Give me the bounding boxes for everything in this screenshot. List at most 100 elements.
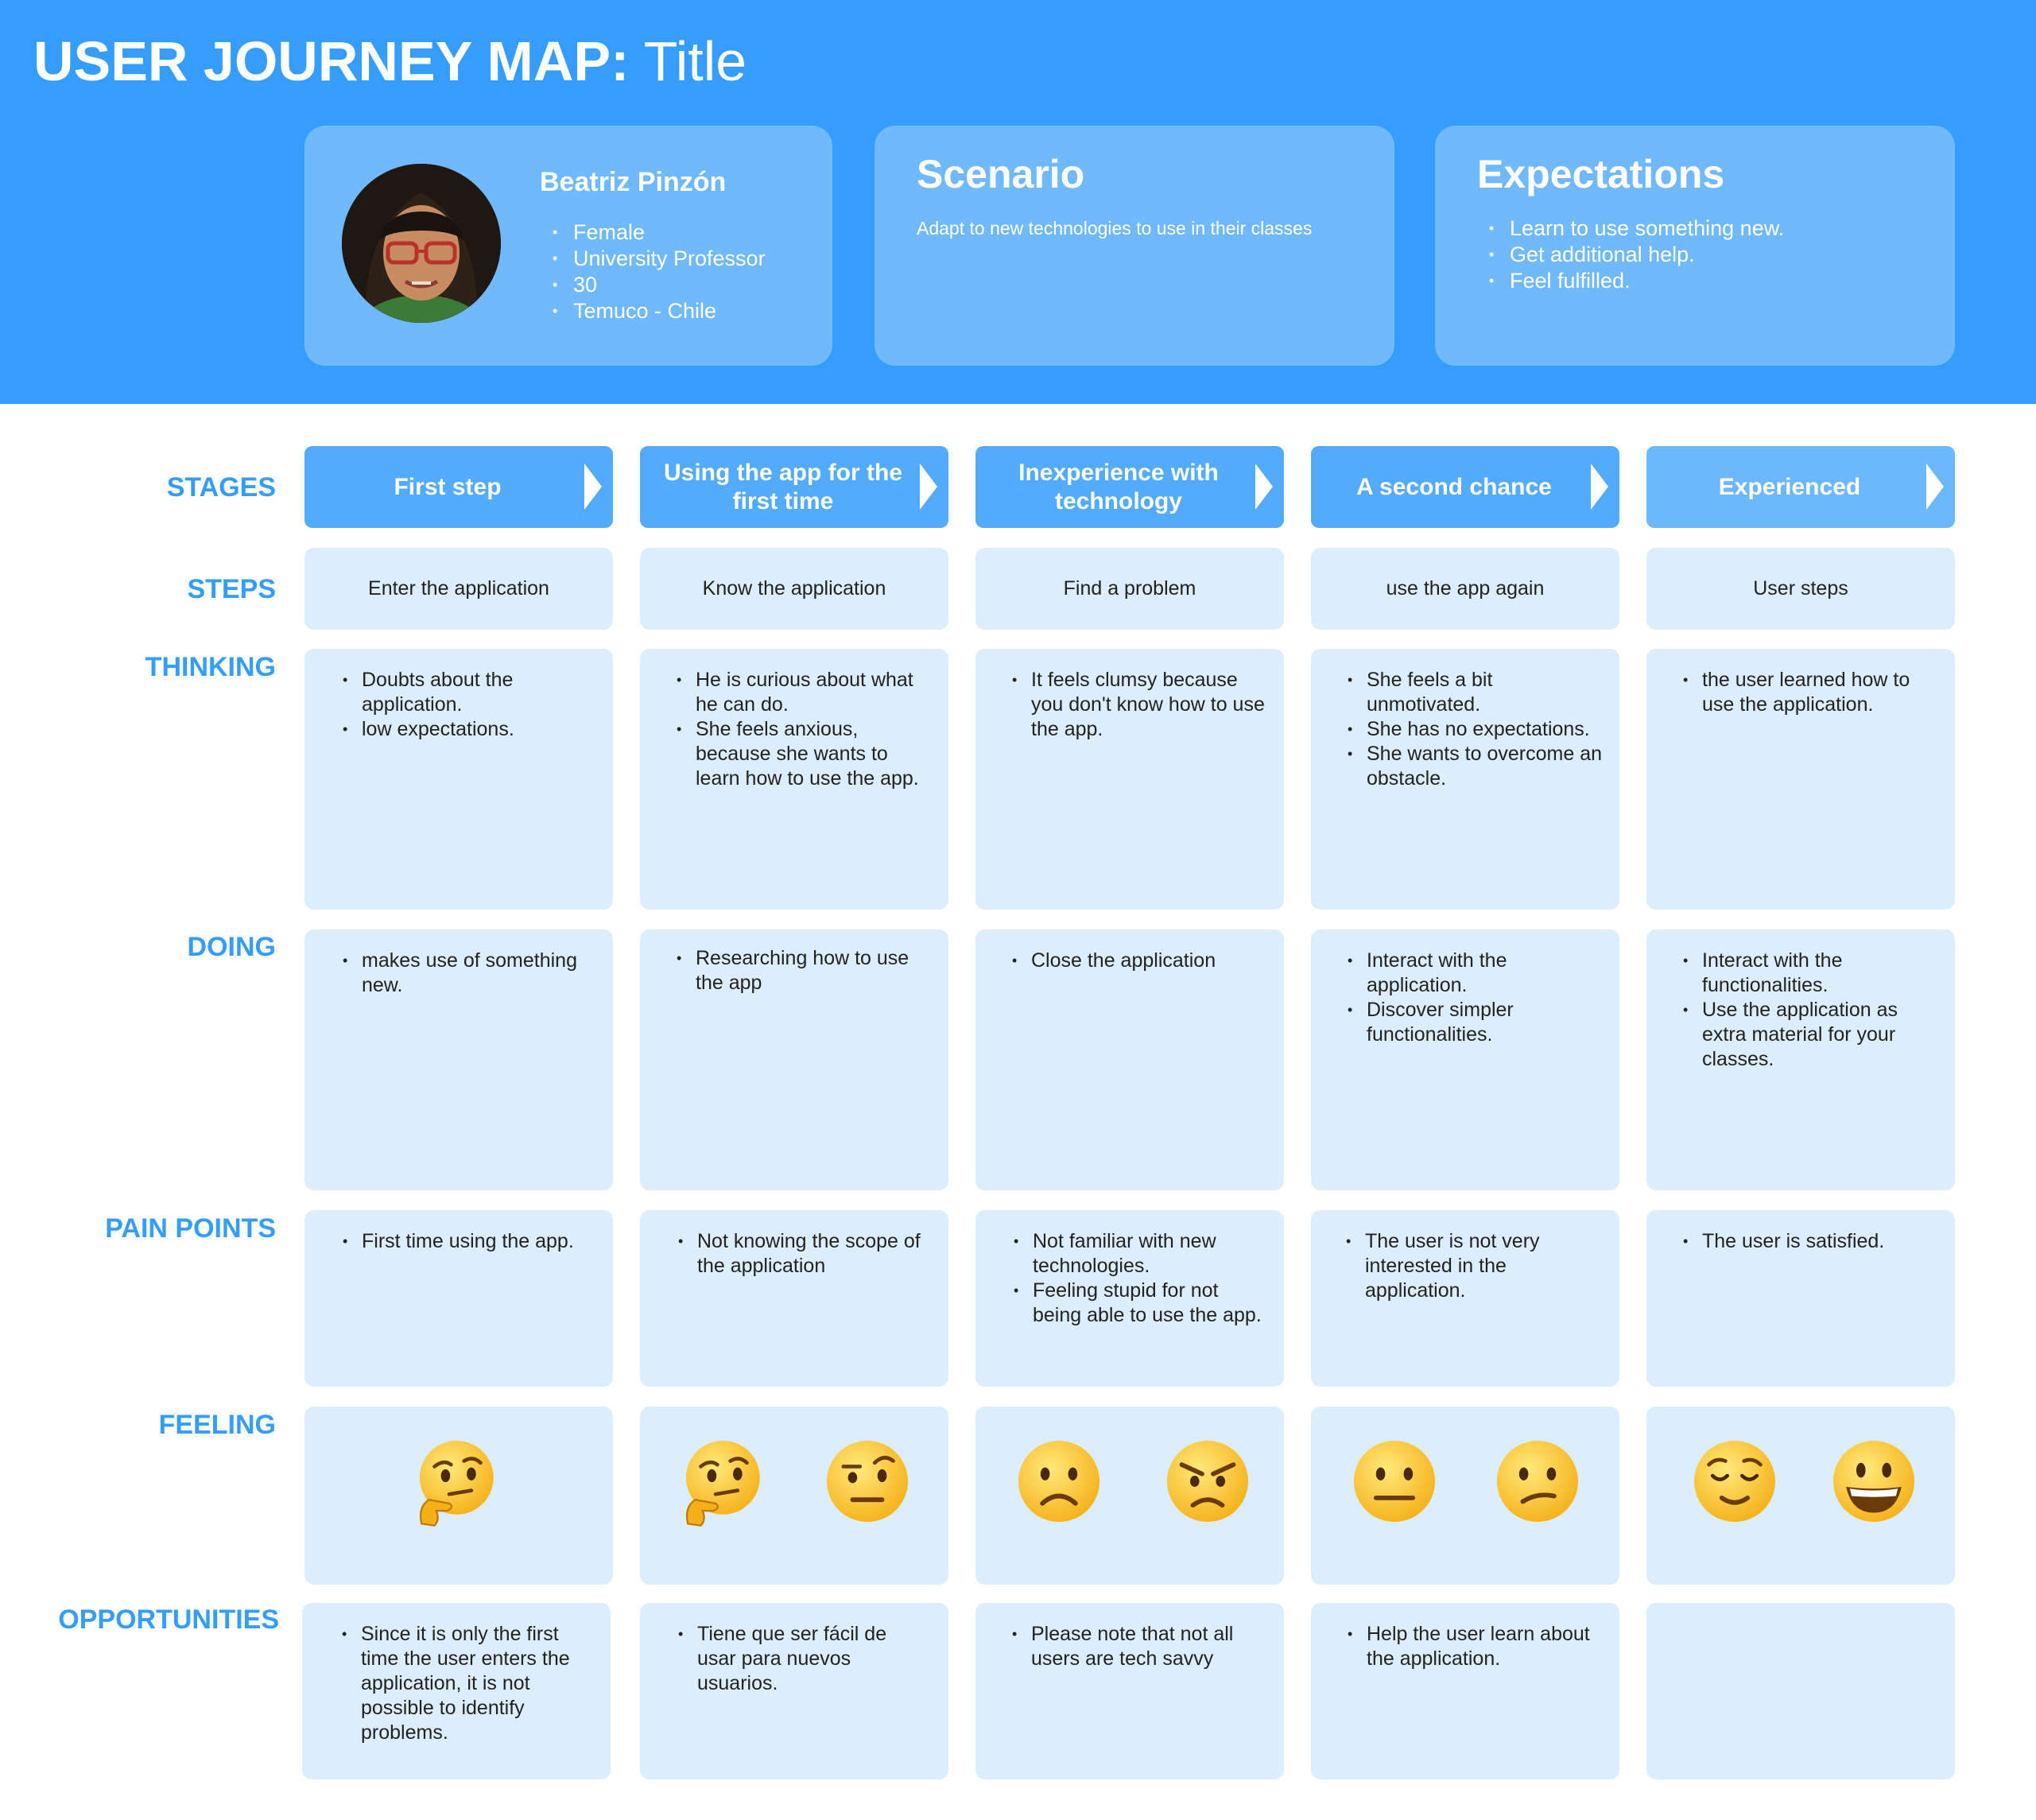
doing-cell: Researching how to use the app bbox=[640, 929, 948, 1190]
opportunities-list: Since it is only the first time the user… bbox=[342, 1622, 579, 1745]
doing-list: Interact with the application. Discover … bbox=[1348, 949, 1572, 1047]
avatar-portrait-icon bbox=[342, 164, 501, 323]
step-cell: use the app again bbox=[1311, 548, 1619, 630]
row-label-feeling: FEELING bbox=[158, 1410, 276, 1440]
pain-points-list: Not knowing the scope of the application bbox=[678, 1229, 933, 1279]
persona-avatar bbox=[342, 164, 501, 323]
stage-label: Experienced bbox=[1718, 473, 1861, 500]
persona-details: Female University Professor 30 Temuco - … bbox=[553, 219, 766, 324]
scenario-text: Adapt to new technologies to use in thei… bbox=[917, 218, 1313, 239]
row-label-steps: STEPS bbox=[187, 574, 276, 604]
list-item: The user is not very interested in the a… bbox=[1346, 1229, 1588, 1303]
opportunities-list: Tiene que ser fácil de usar para nuevos … bbox=[678, 1622, 893, 1696]
persona-name: Beatriz Pinzón bbox=[540, 167, 727, 197]
chevron-right-icon bbox=[1926, 464, 1944, 510]
relieved-face-icon bbox=[1693, 1440, 1776, 1523]
persona-detail-occupation: University Professor bbox=[553, 246, 766, 272]
list-item: It feels clumsy because you don't know h… bbox=[1012, 668, 1265, 742]
doing-cell: makes use of something new. bbox=[304, 929, 613, 1190]
thinking-face-icon bbox=[685, 1440, 760, 1527]
stage-banner-first-step: First step bbox=[304, 446, 613, 528]
stage-banner-experienced: Experienced bbox=[1646, 446, 1955, 528]
thinking-cell: the user learned how to use the applicat… bbox=[1646, 649, 1955, 910]
opportunities-cell bbox=[1646, 1603, 1955, 1779]
list-item: Since it is only the first time the user… bbox=[342, 1622, 579, 1745]
expectations-card: Expectations Learn to use something new.… bbox=[1435, 126, 1955, 366]
step-cell: User steps bbox=[1646, 548, 1955, 630]
stage-banner-first-time: Using the app for the first time bbox=[640, 446, 948, 528]
list-item: Use the application as extra material fo… bbox=[1683, 998, 1936, 1072]
step-cell: Know the application bbox=[640, 548, 948, 630]
frowning-face-icon bbox=[1018, 1440, 1100, 1523]
chevron-right-icon bbox=[1591, 464, 1608, 510]
list-item: Doubts about the application. bbox=[343, 668, 594, 717]
list-item: Help the user learn about the applicatio… bbox=[1348, 1622, 1596, 1671]
persona-card: Beatriz Pinzón Female University Profess… bbox=[304, 126, 832, 366]
pain-points-list: Not familiar with new technologies. Feel… bbox=[1014, 1229, 1268, 1328]
thinking-list: It feels clumsy because you don't know h… bbox=[1012, 668, 1265, 742]
doing-cell: Close the application bbox=[975, 929, 1284, 1190]
thinking-list: Doubts about the application. low expect… bbox=[343, 668, 594, 742]
feeling-cell bbox=[1646, 1407, 1955, 1585]
stage-label: First step bbox=[394, 473, 502, 500]
feeling-cell bbox=[975, 1407, 1284, 1585]
opportunities-cell: Tiene que ser fácil de usar para nuevos … bbox=[640, 1603, 948, 1779]
expectation-item: Get additional help. bbox=[1489, 242, 1784, 268]
row-label-thinking: THINKING bbox=[145, 652, 276, 682]
pain-points-cell: The user is satisfied. bbox=[1646, 1210, 1955, 1387]
step-cell: Find a problem bbox=[975, 548, 1284, 630]
opportunities-cell: Help the user learn about the applicatio… bbox=[1311, 1603, 1619, 1779]
grinning-face-icon bbox=[1832, 1440, 1915, 1523]
list-item: She wants to overcome an obstacle. bbox=[1348, 742, 1605, 791]
row-label-stages: STAGES bbox=[166, 472, 276, 503]
pain-points-cell: First time using the app. bbox=[304, 1210, 613, 1387]
chevron-right-icon bbox=[584, 464, 602, 510]
stage-banner-inexperience: Inexperience with technology bbox=[975, 446, 1284, 528]
opportunities-cell: Please note that not all users are tech … bbox=[975, 1603, 1284, 1779]
expectation-item: Feel fulfilled. bbox=[1489, 268, 1784, 294]
raised-eyebrow-face-icon bbox=[826, 1440, 909, 1523]
expectation-item: Learn to use something new. bbox=[1489, 215, 1784, 242]
list-item: low expectations. bbox=[343, 717, 594, 742]
thinking-list: He is curious about what he can do. She … bbox=[677, 668, 929, 791]
thinking-list: the user learned how to use the applicat… bbox=[1683, 668, 1936, 717]
feeling-cell bbox=[304, 1407, 613, 1585]
stage-label: A second chance bbox=[1356, 473, 1552, 500]
opportunities-list: Please note that not all users are tech … bbox=[1012, 1622, 1236, 1671]
list-item: Researching how to use the app bbox=[677, 946, 917, 995]
list-item: Close the application bbox=[1012, 949, 1265, 973]
doing-list: Close the application bbox=[1012, 949, 1265, 973]
list-item: Not knowing the scope of the application bbox=[678, 1229, 933, 1279]
chevron-right-icon bbox=[1255, 464, 1273, 510]
list-item: makes use of something new. bbox=[343, 949, 594, 998]
confused-face-icon bbox=[1496, 1440, 1579, 1523]
list-item: Please note that not all users are tech … bbox=[1012, 1622, 1236, 1671]
stage-label: Inexperience with technology bbox=[1018, 459, 1219, 514]
doing-list: Interact with the functionalities. Use t… bbox=[1683, 949, 1936, 1072]
expectations-list: Learn to use something new. Get addition… bbox=[1489, 215, 1784, 294]
step-cell: Enter the application bbox=[304, 548, 613, 630]
pain-points-cell: The user is not very interested in the a… bbox=[1311, 1210, 1619, 1387]
list-item: Tiene que ser fácil de usar para nuevos … bbox=[678, 1622, 893, 1696]
opportunities-cell: Since it is only the first time the user… bbox=[302, 1603, 611, 1779]
feeling-cell bbox=[640, 1407, 948, 1585]
thinking-cell: Doubts about the application. low expect… bbox=[304, 649, 613, 910]
stage-label: Using the app for the first time bbox=[664, 459, 902, 514]
angry-face-icon bbox=[1166, 1440, 1249, 1523]
page-title: USER JOURNEY MAP: Title bbox=[33, 33, 747, 89]
persona-detail-location: Temuco - Chile bbox=[553, 298, 766, 324]
list-item: the user learned how to use the applicat… bbox=[1683, 668, 1936, 717]
thinking-face-icon bbox=[419, 1440, 494, 1527]
thinking-cell: It feels clumsy because you don't know h… bbox=[975, 649, 1284, 910]
thinking-cell: She feels a bit unmotivated. She has no … bbox=[1311, 649, 1619, 910]
pain-points-cell: Not knowing the scope of the application bbox=[640, 1210, 948, 1387]
persona-detail-gender: Female bbox=[553, 219, 766, 246]
doing-cell: Interact with the functionalities. Use t… bbox=[1646, 929, 1955, 1190]
page-title-light: Title bbox=[643, 30, 747, 92]
list-item: She feels anxious, because she wants to … bbox=[677, 717, 929, 791]
page-title-bold: USER JOURNEY MAP: bbox=[33, 30, 630, 92]
pain-points-cell: Not familiar with new technologies. Feel… bbox=[975, 1210, 1284, 1387]
row-label-doing: DOING bbox=[187, 932, 276, 962]
doing-list: Researching how to use the app bbox=[677, 946, 917, 995]
pain-points-list: The user is not very interested in the a… bbox=[1346, 1229, 1588, 1303]
